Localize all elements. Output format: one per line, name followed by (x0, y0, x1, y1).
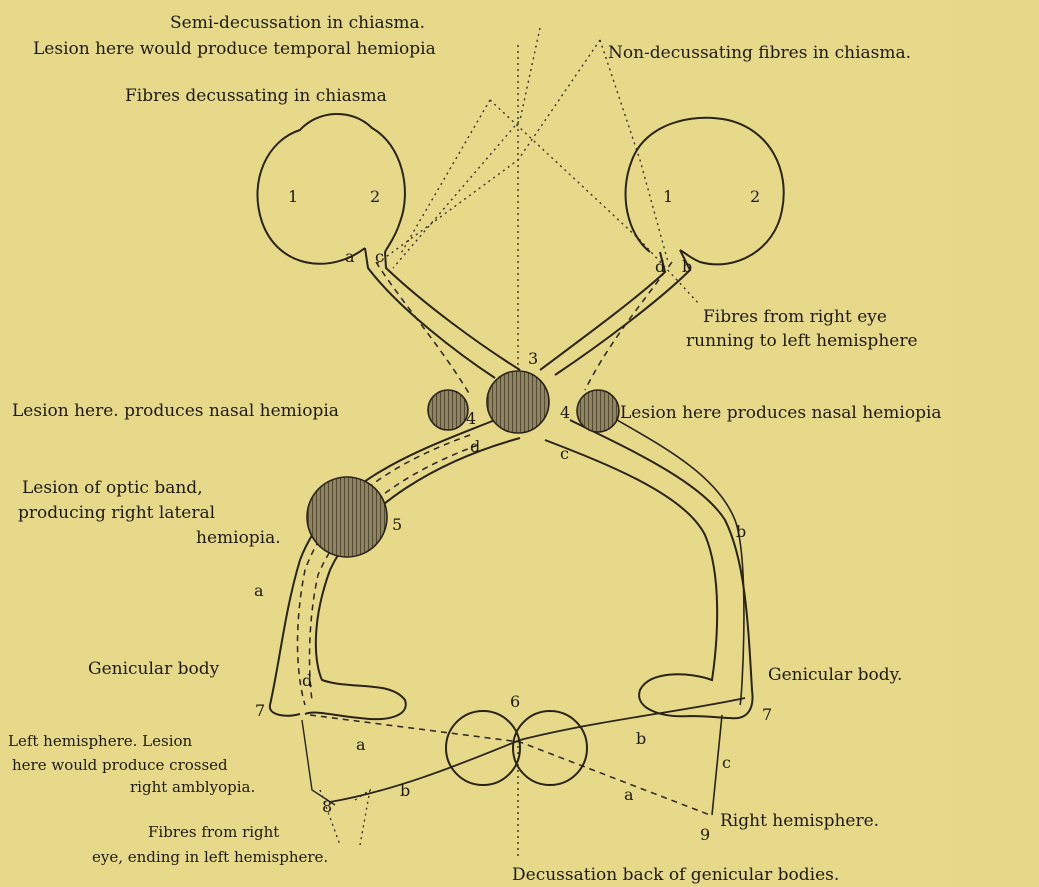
marker-c-left-eye: c (375, 247, 384, 266)
marker-7-left: 7 (255, 701, 265, 720)
label-optic-band-3: hemiopia. (196, 528, 281, 548)
decussation-circle-left (446, 711, 520, 785)
marker-9: 9 (700, 825, 710, 844)
marker-b-right-eye: b (682, 257, 692, 276)
marker-c-right: c (722, 753, 731, 772)
marker-d-tract: d (302, 671, 312, 690)
label-genicular-right: Genicular body. (768, 665, 902, 685)
left-eyeball (257, 114, 404, 264)
marker-7-right: 7 (762, 705, 772, 724)
right-optic-nerve-outer (555, 250, 690, 375)
marker-b-cross-right: b (636, 729, 646, 748)
left-optic-nerve-inner (385, 252, 520, 370)
label-left-hemi-1: Left hemisphere. Lesion (8, 732, 193, 750)
marker-right-eye-1: 1 (663, 187, 673, 206)
right-optic-nerve-inner (540, 252, 665, 370)
label-fibres-right-eye-2: running to left hemisphere (686, 331, 918, 351)
right-optic-tract-inner (545, 440, 730, 718)
label-left-hemi-3: right amblyopia. (130, 778, 255, 796)
label-genicular-left: Genicular body (88, 659, 220, 679)
marker-4-right: 4 (560, 403, 570, 422)
left-nasal-lesion-4 (428, 390, 468, 430)
label-nasal-left: Lesion here. produces nasal hemiopia (12, 401, 339, 421)
marker-a-left-eye: a (345, 247, 355, 266)
marker-a-tract: a (254, 581, 264, 600)
marker-d-chiasm: d (470, 437, 480, 456)
label-optic-band-2: producing right lateral (18, 503, 215, 523)
decussation-circle-right (513, 711, 587, 785)
line-dashed-a-cross (310, 715, 710, 815)
marker-left-eye-2: 2 (370, 187, 380, 206)
right-optic-tract-outer (570, 420, 753, 718)
marker-c-chiasm: c (560, 444, 569, 463)
marker-6: 6 (510, 692, 520, 711)
left-optic-tract-dash (298, 435, 471, 705)
label-right-hemisphere: Right hemisphere. (720, 811, 879, 831)
chiasm-lesion-3 (487, 371, 549, 433)
marker-8: 8 (322, 797, 332, 816)
marker-4-left: 4 (466, 409, 476, 428)
marker-3: 3 (528, 349, 538, 368)
line-right-hemisphere-c (712, 715, 722, 815)
marker-left-eye-1: 1 (288, 187, 298, 206)
label-temporal-lesion: Lesion here would produce temporal hemio… (33, 39, 436, 59)
marker-right-eye-2: 2 (750, 187, 760, 206)
marker-d-right-eye: d (655, 257, 665, 276)
label-decussation-back: Decussation back of genicular bodies. (512, 865, 839, 885)
marker-5: 5 (392, 515, 402, 534)
marker-b-tract: b (736, 522, 746, 541)
label-fibres-decussating: Fibres decussating in chiasma (125, 86, 387, 106)
label-fibres-right-eye-1: Fibres from right eye (703, 307, 887, 327)
marker-a-cross-left: a (356, 735, 366, 754)
label-optic-band-1: Lesion of optic band, (22, 478, 203, 498)
left-optic-nerve-dash (376, 262, 470, 395)
background-page-text (950, 0, 1039, 887)
marker-b-left: b (400, 781, 410, 800)
label-semi-decussation: Semi-decussation in chiasma. (170, 13, 425, 33)
right-optic-tract-line-b (600, 410, 744, 705)
label-nasal-right: Lesion here produces nasal hemiopia (620, 403, 942, 423)
label-left-hemi-2: here would produce crossed (12, 756, 228, 774)
right-nasal-lesion-4 (577, 390, 619, 432)
label-fibres-ending-1: Fibres from right (148, 823, 279, 841)
optic-band-lesion-5 (307, 477, 387, 557)
left-optic-nerve-outer (365, 248, 495, 378)
label-fibres-ending-2: eye, ending in left hemisphere. (92, 848, 328, 866)
line-left-8 (302, 720, 335, 805)
marker-a-cross-right: a (624, 785, 634, 804)
label-non-decussating: Non-decussating fibres in chiasma. (608, 43, 911, 63)
